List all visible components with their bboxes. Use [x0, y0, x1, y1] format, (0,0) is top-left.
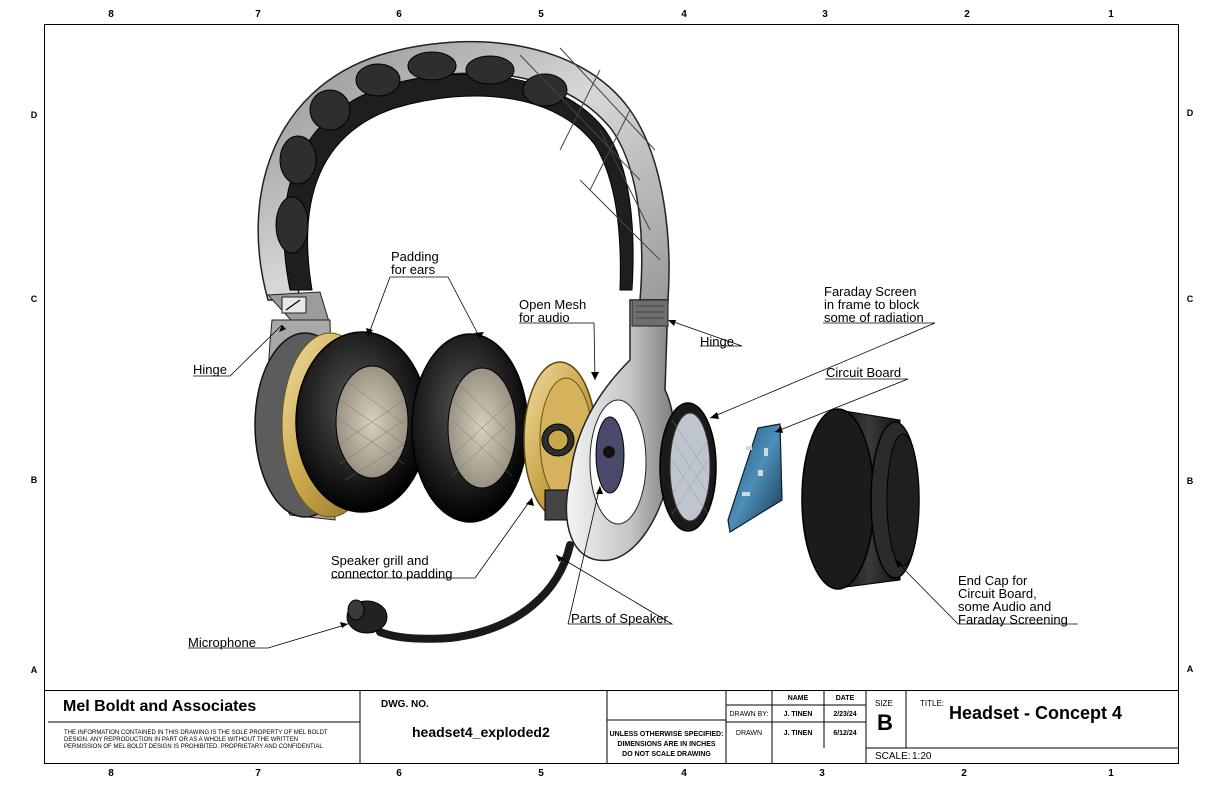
size-value: B — [877, 710, 893, 735]
zone-top-5: 5 — [538, 9, 544, 20]
callout-speaker-grill-line2: connector to padding — [331, 566, 453, 581]
zone-bottom-5: 5 — [538, 768, 544, 779]
callout-open-mesh-line2: for audio — [519, 310, 570, 325]
zone-left-D: D — [30, 110, 38, 120]
zone-bottom-8: 8 — [108, 768, 114, 779]
title-label: TITLE: — [920, 699, 945, 708]
zone-bottom-6: 6 — [396, 768, 402, 779]
callout-end-cap-line3: some Audio and — [958, 599, 1052, 614]
unless-specified: UNLESS OTHERWISE SPECIFIED: DIMENSIONS A… — [607, 730, 726, 760]
drawn-name: J. TINEN — [783, 730, 813, 737]
callout-end-cap-line2: Circuit Board, — [958, 586, 1037, 601]
zone-right-D: D — [1186, 108, 1194, 118]
callout-end-cap-line1: End Cap for — [958, 573, 1028, 588]
zone-left-A: A — [30, 665, 38, 675]
callout-hinge-left: Hinge — [193, 362, 227, 377]
callout-end-cap: End Cap for Circuit Board, some Audio an… — [958, 574, 1068, 626]
zone-top-7: 7 — [255, 9, 261, 20]
notice-line1: THE INFORMATION CONTAINED IN THIS DRAWIN… — [64, 730, 328, 736]
zone-bottom-1: 1 — [1108, 768, 1114, 779]
callout-faraday: Faraday Screen in frame to block some of… — [824, 285, 924, 324]
callout-speaker-grill: Speaker grill and connector to padding — [331, 554, 452, 580]
callout-padding-line2: for ears — [391, 262, 436, 277]
zone-right-A: A — [1186, 664, 1194, 674]
unless-line3: DO NOT SCALE DRAWING — [622, 751, 711, 758]
zone-left-C: C — [30, 294, 38, 304]
company-name: Mel Boldt and Associates — [63, 698, 257, 715]
dwg-no-label: DWG. NO. — [381, 699, 429, 710]
callout-parts-speaker: Parts of Speaker — [571, 611, 668, 626]
unless-line1: UNLESS OTHERWISE SPECIFIED: — [609, 731, 724, 738]
callout-faraday-line3: some of radiation — [824, 310, 924, 325]
callout-end-cap-line4: Faraday Screening — [958, 612, 1068, 627]
zone-top-1: 1 — [1108, 9, 1114, 20]
zone-top-4: 4 — [681, 9, 687, 20]
title-block — [44, 690, 1179, 765]
callout-padding: Padding for ears — [391, 250, 439, 276]
drawn-label: DRAWN — [735, 730, 763, 737]
callout-faraday-line1: Faraday Screen — [824, 284, 917, 299]
drawing-frame — [44, 24, 1179, 764]
date-header: DATE — [835, 695, 855, 702]
zone-bottom-2: 2 — [961, 768, 967, 779]
proprietary-notice: THE INFORMATION CONTAINED IN THIS DRAWIN… — [64, 730, 328, 751]
size-label: SIZE — [875, 699, 893, 708]
callout-circuit-board: Circuit Board — [826, 365, 902, 380]
drawn-by-label: DRAWN BY: — [729, 711, 769, 718]
zone-bottom-3: 3 — [819, 768, 825, 779]
unless-line2: DIMENSIONS ARE IN INCHES — [617, 741, 716, 748]
name-header: NAME — [787, 695, 809, 702]
drawn-by-date: 2/23/24 — [833, 711, 857, 718]
callout-open-mesh-line1: Open Mesh — [519, 297, 587, 312]
scale-value: 1:20 — [912, 751, 932, 762]
notice-line3: PERMISSION OF MEL BOLDT DESIGN IS PROHIB… — [64, 744, 323, 750]
zone-left-B: B — [30, 475, 38, 485]
zone-right-B: B — [1186, 476, 1194, 486]
notice-line2: DESIGN. ANY REPRODUCTION IN PART OR AS A… — [64, 737, 299, 743]
zone-top-3: 3 — [822, 9, 828, 20]
scale-label: SCALE: — [875, 751, 911, 762]
callout-open-mesh: Open Mesh for audio — [519, 298, 586, 324]
zone-bottom-4: 4 — [681, 768, 687, 779]
drawing-title: Headset - Concept 4 — [949, 703, 1123, 723]
callout-faraday-line2: in frame to block — [824, 297, 920, 312]
dwg-no-value: headset4_exploded2 — [412, 724, 550, 740]
callout-hinge-right: Hinge — [700, 334, 734, 349]
callout-speaker-grill-line1: Speaker grill and — [331, 553, 429, 568]
zone-top-6: 6 — [396, 9, 402, 20]
zone-bottom-7: 7 — [255, 768, 261, 779]
callout-padding-line1: Padding — [391, 249, 439, 264]
zone-right-C: C — [1186, 294, 1194, 304]
zone-top-8: 8 — [108, 9, 114, 20]
drawn-by-name: J. TINEN — [783, 711, 813, 718]
drawn-date: 6/12/24 — [833, 730, 857, 737]
zone-top-2: 2 — [964, 9, 970, 20]
callout-microphone: Microphone — [188, 635, 256, 650]
